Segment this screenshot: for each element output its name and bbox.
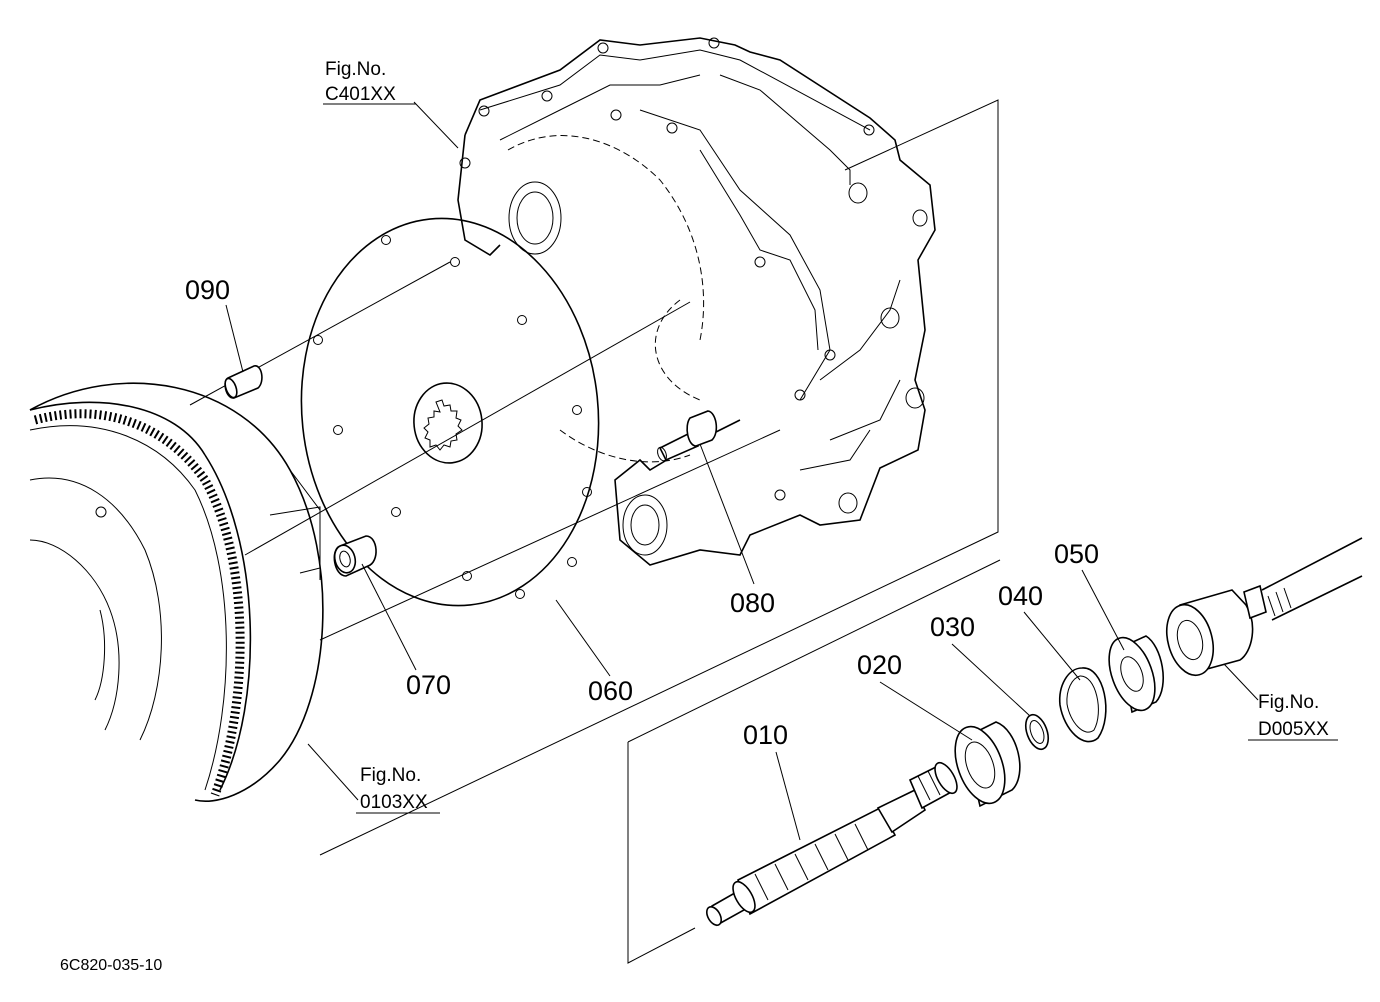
flywheel — [29, 382, 324, 802]
leader-lines — [225, 101, 1259, 841]
figure-ref-number: D005XX — [1258, 719, 1329, 740]
callout-labels: 090 070 060 080 010 020 030 040 050 — [185, 275, 1099, 750]
figure-ref-D005XX[interactable]: Fig.No. D005XX — [1248, 692, 1338, 741]
callout-060[interactable]: 060 — [588, 676, 633, 706]
callout-070[interactable]: 070 — [406, 670, 451, 700]
part-080-stud — [657, 410, 718, 462]
figure-ref-number: 0103XX — [360, 792, 428, 813]
part-050-bearing — [1108, 635, 1164, 714]
part-070-bushing — [333, 535, 377, 577]
callout-010[interactable]: 010 — [743, 720, 788, 750]
figure-ref-caption: Fig.No. — [325, 59, 386, 80]
callout-020[interactable]: 020 — [857, 650, 902, 680]
transmission-housing — [457, 37, 936, 566]
part-010-input-shaft — [705, 761, 958, 927]
callout-080[interactable]: 080 — [730, 588, 775, 618]
figure-ref-caption: Fig.No. — [360, 765, 421, 786]
callout-050[interactable]: 050 — [1054, 539, 1099, 569]
part-020-bearing — [954, 721, 1021, 808]
figure-ref-caption: Fig.No. — [1258, 692, 1319, 713]
callout-040[interactable]: 040 — [998, 581, 1043, 611]
coupling-assembly — [1165, 537, 1363, 677]
flex-plate — [300, 217, 600, 607]
figure-ref-C401XX[interactable]: Fig.No. C401XX — [323, 59, 416, 105]
callout-090[interactable]: 090 — [185, 275, 230, 305]
callout-030[interactable]: 030 — [930, 612, 975, 642]
part-090-pin — [224, 365, 263, 399]
assembly-lines — [189, 99, 1011, 964]
figure-ref-0103XX[interactable]: Fig.No. 0103XX — [356, 765, 440, 814]
drawing-code: 6C820-035-10 — [60, 957, 162, 974]
part-030-snap-ring — [1024, 713, 1050, 751]
part-040-circlip — [1058, 667, 1107, 743]
figure-ref-number: C401XX — [325, 84, 396, 105]
